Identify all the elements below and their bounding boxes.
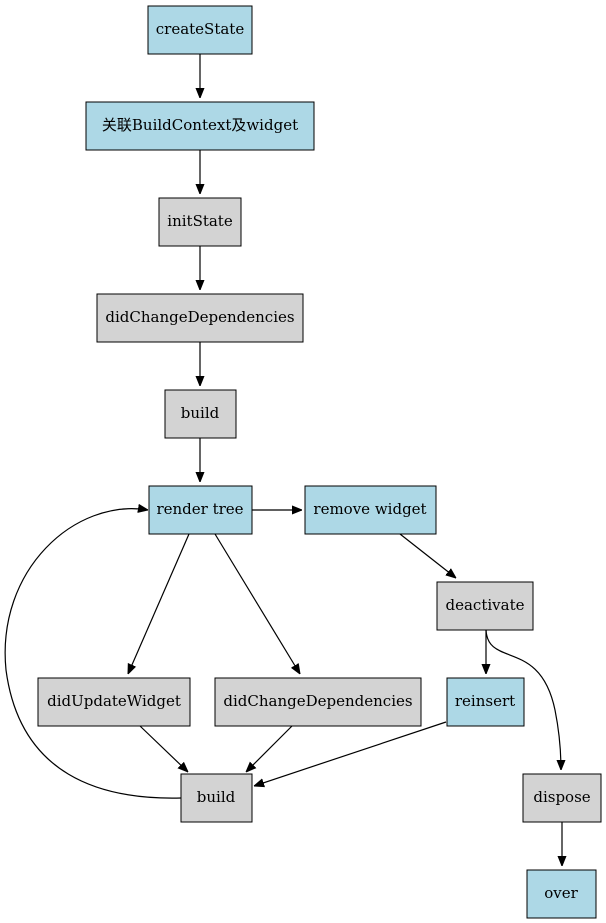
node-build-1-box <box>164 389 237 439</box>
node-reinsert-label: reinsert <box>455 692 515 710</box>
edge-reinsert-to-build <box>254 721 447 786</box>
node-didchangedependencies-2-label: didChangeDependencies <box>223 692 412 710</box>
node-associate-buildcontext: 关联BuildContext及widget <box>85 101 315 151</box>
node-render-tree-label: render tree <box>156 500 243 518</box>
node-initstate: initState <box>158 197 242 247</box>
node-build-2-label: build <box>197 788 236 806</box>
node-dispose-label: dispose <box>533 788 590 806</box>
node-build-2: build <box>180 773 253 823</box>
node-didchangedependencies-2: didChangeDependencies <box>214 677 422 727</box>
nodes: createState 关联BuildContext及widget initSt… <box>37 5 602 919</box>
node-remove-widget-label: remove widget <box>313 500 426 518</box>
node-associate-label: 关联BuildContext及widget <box>102 116 298 134</box>
node-dispose: dispose <box>522 773 602 823</box>
edges <box>4 54 562 866</box>
node-didupdatewidget-label: didUpdateWidget <box>47 692 181 710</box>
node-didupdatewidget: didUpdateWidget <box>37 677 191 727</box>
node-remove-widget-box <box>304 485 437 535</box>
node-didupdatewidget-box <box>37 677 191 727</box>
node-associate-box <box>85 101 315 151</box>
node-build-1: build <box>164 389 237 439</box>
node-createstate: createState <box>147 5 253 55</box>
node-render-tree-box <box>148 485 253 535</box>
node-remove-widget: remove widget <box>304 485 437 535</box>
node-deactivate-label: deactivate <box>446 596 525 614</box>
node-initstate-label: initState <box>167 212 233 230</box>
node-createstate-box <box>147 5 253 55</box>
node-build-2-box <box>180 773 253 823</box>
node-didchangedependencies-1: didChangeDependencies <box>96 293 304 343</box>
node-over: over <box>526 869 597 919</box>
node-deactivate-box <box>436 581 534 631</box>
edge-removewidget-to-deactivate <box>399 533 456 578</box>
node-render-tree: render tree <box>148 485 253 535</box>
node-didchangedependencies-2-box <box>214 677 422 727</box>
node-dispose-box <box>522 773 602 823</box>
edge-rendertree-to-didupdatewidget <box>127 533 190 674</box>
node-initstate-box <box>158 197 242 247</box>
node-build-1-label: build <box>181 404 220 422</box>
node-over-box <box>526 869 597 919</box>
node-reinsert-box <box>446 677 525 727</box>
edge-build-to-rendertree-loop <box>4 509 182 799</box>
node-deactivate: deactivate <box>436 581 534 631</box>
edge-deactivate-to-dispose <box>485 629 561 770</box>
node-reinsert: reinsert <box>446 677 525 727</box>
node-didchangedependencies-1-box <box>96 293 304 343</box>
edge-didupdatewidget-to-build <box>139 725 188 772</box>
edge-rendertree-to-didchangedependencies2 <box>214 533 300 674</box>
node-createstate-label: createState <box>156 20 245 38</box>
edge-didchangedependencies2-to-build <box>246 725 293 772</box>
node-over-label: over <box>544 884 578 902</box>
node-didchangedependencies-1-label: didChangeDependencies <box>105 308 294 326</box>
